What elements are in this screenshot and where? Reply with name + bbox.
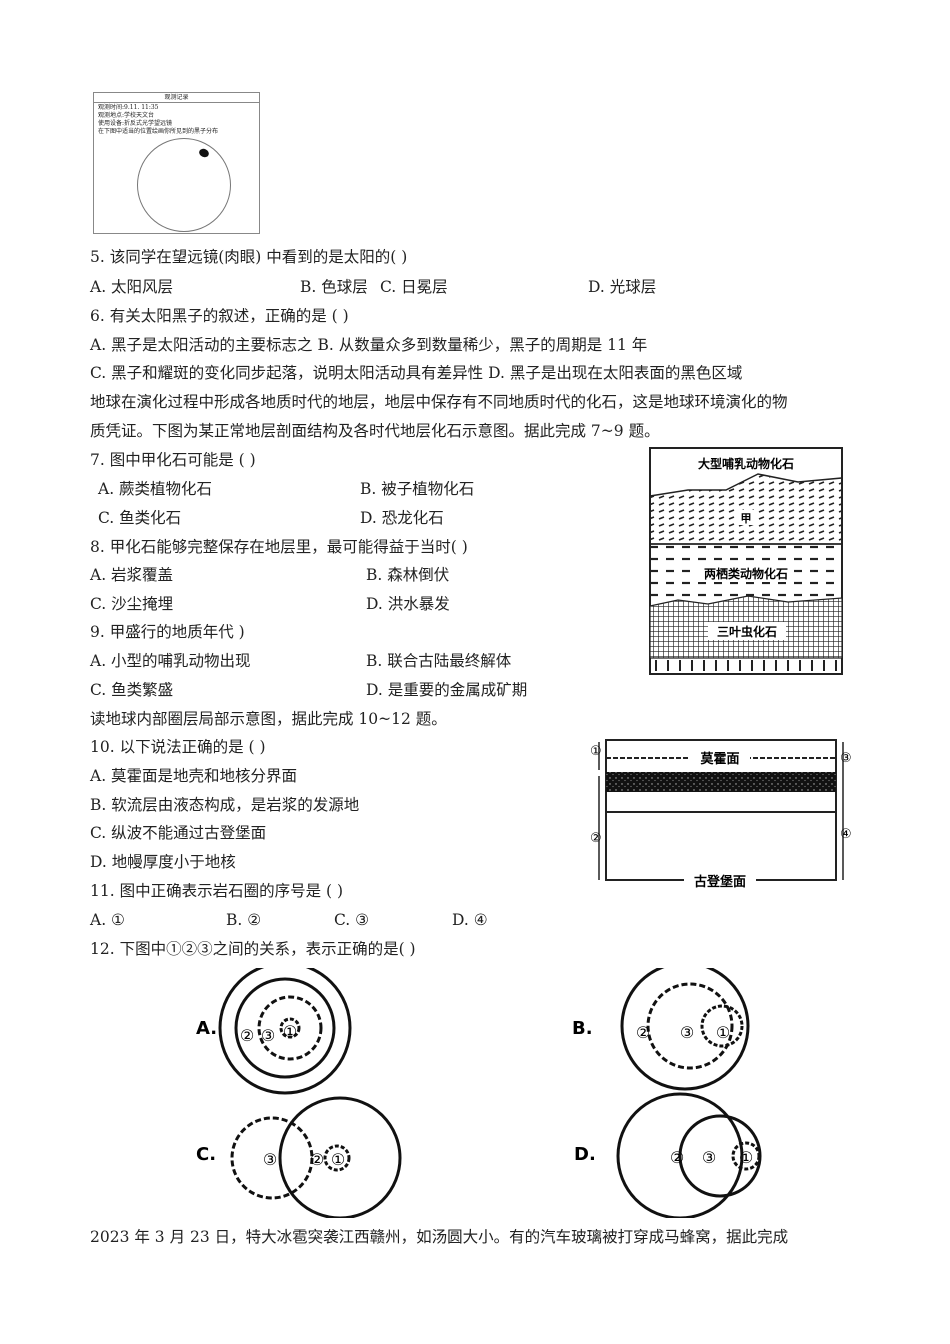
intro-7-9-line: 质凭证。下图为某正常地层剖面结构及各时代地层化石示意图。据此完成 7~9 题。: [90, 422, 660, 440]
q10-option-d: D. 地幔厚度小于地核: [90, 853, 236, 871]
b-label-2: ②: [636, 1023, 650, 1042]
q11-option-b: B. ②: [226, 911, 262, 929]
q-hail-intro: 2023 年 3 月 23 日，特大冰雹突袭江西赣州，如汤圆大小。有的汽车玻璃被…: [90, 1228, 789, 1246]
q5-stem: 5. 该同学在望远镜(肉眼) 中看到的是太阳的( ): [90, 248, 408, 266]
observation-line: 观测时间:9.11. 11:35: [98, 104, 159, 111]
circle-option-a-label: A.: [196, 1018, 217, 1039]
q8-stem: 8. 甲化石能够完整保存在地层里，最可能得益于当时( ): [90, 538, 468, 556]
q12-stem: 12. 下图中①②③之间的关系，表示正确的是( ): [90, 940, 416, 958]
q10-option-b: B. 软流层由液态构成，是岩浆的发源地: [90, 796, 360, 814]
strata-trilobite-label: 三叶虫化石: [717, 624, 777, 639]
q9-option-b: B. 联合古陆最终解体: [366, 652, 512, 670]
q11-option-a: A. ①: [90, 911, 125, 929]
label-3: ③: [840, 751, 852, 766]
q10-stem: 10. 以下说法正确的是 ( ): [90, 738, 266, 756]
q9-option-a: A. 小型的哺乳动物出现: [90, 652, 251, 670]
d-label-2: ②: [670, 1148, 684, 1167]
q9-option-d: D. 是重要的金属成矿期: [366, 681, 528, 699]
label-4: ④: [840, 827, 852, 842]
moho-label: 莫霍面: [699, 751, 739, 767]
a-label-1: ①: [283, 1022, 297, 1041]
d-label-1: ①: [739, 1148, 753, 1167]
q6-options-ab: A. 黑子是太阳活动的主要标志之 B. 从数量众多到数量稀少，黑子的周期是 11…: [90, 336, 648, 354]
q7-stem: 7. 图中甲化石可能是 ( ): [90, 451, 256, 469]
q9-option-c: C. 鱼类繁盛: [90, 681, 174, 699]
q6-options-cd: C. 黑子和耀斑的变化同步起落，说明太阳活动具有差异性 D. 黑子是出现在太阳表…: [90, 364, 743, 382]
b-label-3: ③: [680, 1023, 694, 1042]
q5-option-c: C. 日冕层: [380, 278, 448, 296]
q6-stem: 6. 有关太阳黑子的叙述，正确的是 ( ): [90, 307, 349, 325]
q10-option-c: C. 纵波不能通过古登堡面: [90, 824, 267, 842]
strata-amphibian-label: 两栖类动物化石: [704, 566, 788, 581]
a-label-3: ③: [261, 1026, 275, 1045]
circle-option-c-label: C.: [196, 1144, 216, 1165]
intro-10-12: 读地球内部圈层局部示意图，据此完成 10~12 题。: [90, 710, 447, 728]
q5-option-b: B. 色球层: [300, 278, 368, 296]
observation-record-figure: 观测记录 观测时间:9.11. 11:35 观测地点:学校天文台 使用设备:折反…: [93, 92, 260, 234]
gutenberg-label: 古登堡面: [694, 874, 746, 890]
q11-option-c: C. ③: [334, 911, 370, 929]
strata-section-figure: 大型哺乳动物化石 甲 两栖类动物化石 三叶虫化石: [649, 447, 843, 675]
earth-interior-figure: 莫霍面 古登堡面 ① ② ③ ④: [590, 739, 852, 890]
strata-jia-label: 甲: [741, 512, 752, 525]
q7-option-a: A. 蕨类植物化石: [98, 480, 213, 498]
q5-option-a: A. 太阳风层: [90, 278, 174, 296]
q8-option-b: B. 森林倒伏: [366, 566, 450, 584]
observation-record-title: 观测记录: [94, 93, 259, 103]
observation-line: 使用设备:折反式光学望远镜: [98, 120, 173, 127]
d-label-3: ③: [702, 1148, 716, 1167]
circles-relationship-figure: A. B. C. D. ② ③ ① ② ③ ① ③ ② ① ② ③ ①: [196, 968, 762, 1218]
q10-option-a: A. 莫霍面是地壳和地核分界面: [90, 767, 298, 785]
label-2: ②: [590, 831, 602, 846]
observation-line: 观测地点:学校天文台: [98, 112, 155, 119]
q9-stem: 9. 甲盛行的地质年代 ): [90, 623, 245, 641]
q8-option-c: C. 沙尘掩埋: [90, 595, 174, 613]
circle-option-d-label: D.: [574, 1144, 596, 1165]
c-label-2: ②: [310, 1150, 324, 1169]
a-label-2: ②: [240, 1026, 254, 1045]
q5-option-d: D. 光球层: [588, 278, 657, 296]
q11-stem: 11. 图中正确表示岩石圈的序号是 ( ): [90, 882, 344, 900]
strata-top-label: 大型哺乳动物化石: [698, 456, 794, 471]
c-label-1: ①: [331, 1150, 345, 1169]
q7-option-d: D. 恐龙化石: [360, 509, 444, 527]
sun-disk: [137, 138, 231, 232]
q7-option-b: B. 被子植物化石: [360, 480, 475, 498]
intro-7-9-line: 地球在演化过程中形成各地质时代的地层，地层中保存有不同地质时代的化石，这是地球环…: [90, 393, 788, 411]
label-1: ①: [590, 744, 602, 759]
q8-option-d: D. 洪水暴发: [366, 595, 450, 613]
q8-option-a: A. 岩浆覆盖: [90, 566, 174, 584]
circle-option-b-label: B.: [572, 1018, 593, 1039]
q7-option-c: C. 鱼类化石: [98, 509, 182, 527]
c-label-3: ③: [263, 1150, 277, 1169]
q11-option-d: D. ④: [452, 911, 488, 929]
b-label-1: ①: [716, 1023, 730, 1042]
observation-line: 在下图中适当的位置绘画你所见到的黑子分布: [98, 128, 219, 135]
